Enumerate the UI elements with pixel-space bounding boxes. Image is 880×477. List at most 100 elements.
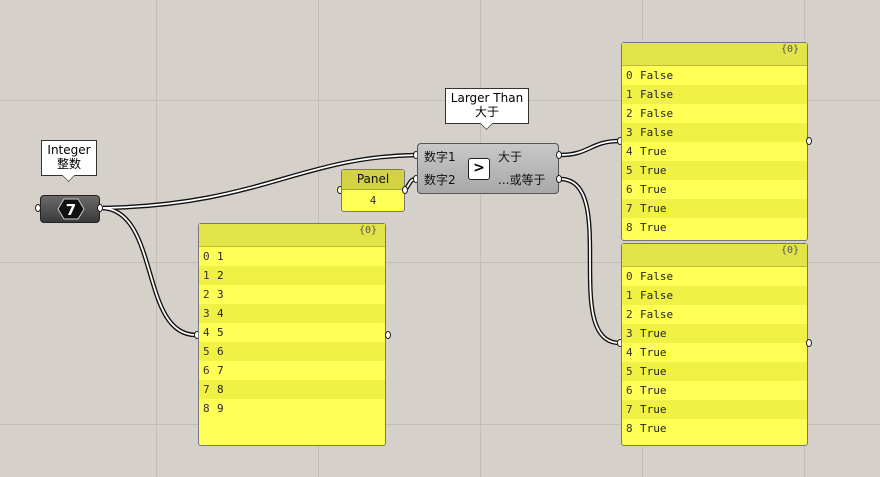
ge-panel-row-index: 2 xyxy=(626,308,633,321)
ge-panel-row-index: 7 xyxy=(626,403,633,416)
ge-panel-row: 3 True xyxy=(622,324,807,343)
list-panel-row-index: 3 xyxy=(203,307,210,320)
gt-panel-row: 1 False xyxy=(622,85,807,104)
list-panel-row-index: 7 xyxy=(203,383,210,396)
ge-panel-path: {0} xyxy=(622,244,807,267)
greater-than-icon: > xyxy=(473,160,485,176)
larger-than-component[interactable]: 数字1 数字2 > 大于 ...或等于 xyxy=(417,143,559,194)
list-panel-row-value: 9 xyxy=(217,402,224,415)
gt-panel-row: 2 False xyxy=(622,104,807,123)
gt-panel-row-index: 3 xyxy=(626,126,633,139)
ge-panel-row-value: True xyxy=(640,365,667,378)
ge-panel-row-index: 3 xyxy=(626,327,633,340)
ge-panel-row-value: False xyxy=(640,289,674,302)
integer-label-en: Integer xyxy=(47,143,91,157)
gt-panel-row-index: 6 xyxy=(626,183,633,196)
gt-panel-row: 3 False xyxy=(622,123,807,142)
larger-than-input-a-label: 数字1 xyxy=(424,150,456,164)
larger-than-label-cn: 大于 xyxy=(474,105,499,119)
gt-panel-row-value: True xyxy=(640,183,667,196)
gt-panel-row: 7 True xyxy=(622,199,807,218)
ge-panel-row: 4 True xyxy=(622,343,807,362)
ge-panel-row-value: False xyxy=(640,308,674,321)
gt-panel-row: 5 True xyxy=(622,161,807,180)
gt-panel-row-index: 8 xyxy=(626,221,633,234)
list-panel-row-value: 7 xyxy=(217,364,224,377)
gt-panel-row-index: 2 xyxy=(626,107,633,120)
larger-than-label-en: Larger Than xyxy=(450,91,524,105)
gt-panel-row-index: 5 xyxy=(626,164,633,177)
larger-than-output-gt-grip[interactable] xyxy=(556,151,562,159)
list-panel-row-value: 4 xyxy=(217,307,224,320)
gt-panel-row-value: True xyxy=(640,221,667,234)
number-panel-title: Panel xyxy=(342,170,404,190)
list-panel-row-index: 4 xyxy=(203,326,210,339)
ge-panel-output-grip[interactable] xyxy=(806,339,812,347)
ge-panel-row: 7 True xyxy=(622,400,807,419)
integer-label-cn: 整数 xyxy=(56,157,81,171)
ge-panel-row-value: True xyxy=(640,346,667,359)
gt-panel-output-grip[interactable] xyxy=(806,137,812,145)
ge-panel-row-value: False xyxy=(640,270,674,283)
ge-panel-row-value: True xyxy=(640,384,667,397)
ge-panel-row-index: 0 xyxy=(626,270,633,283)
integer-param[interactable]: 7 xyxy=(40,195,100,223)
ge-panel-row: 0 False xyxy=(622,267,807,286)
ge-panel-row-index: 8 xyxy=(626,422,633,435)
gt-panel-row-value: True xyxy=(640,164,667,177)
gt-panel-row-value: False xyxy=(640,88,674,101)
list-panel-row-value: 5 xyxy=(217,326,224,339)
gt-panel-row-index: 1 xyxy=(626,88,633,101)
integer-value: 7 xyxy=(66,201,76,219)
number-panel-value: 4 xyxy=(369,194,377,207)
gt-panel-row-value: False xyxy=(640,126,674,139)
larger-than-input-b-label: 数字2 xyxy=(424,173,456,187)
list-panel-row-index: 8 xyxy=(203,402,210,415)
gt-panel-row: 6 True xyxy=(622,180,807,199)
ge-panel-row-value: True xyxy=(640,327,667,340)
number-panel-output-grip[interactable] xyxy=(402,186,408,194)
list-panel-row-value: 6 xyxy=(217,345,224,358)
ge-panel-row-index: 4 xyxy=(626,346,633,359)
ge-panel-row-value: True xyxy=(640,403,667,416)
integer-hexagon-icon: 7 xyxy=(57,198,85,220)
larger-than-output-ge-label: ...或等于 xyxy=(498,173,546,187)
gt-panel-row-value: False xyxy=(640,107,674,120)
list-panel-row-index: 2 xyxy=(203,288,210,301)
list-panel-row-index: 5 xyxy=(203,345,210,358)
gt-panel-row-value: True xyxy=(640,202,667,215)
larger-than-output-ge-grip[interactable] xyxy=(556,175,562,183)
list-panel-row-value: 3 xyxy=(217,288,224,301)
gt-panel-path: {0} xyxy=(622,43,807,66)
list-panel-row-index: 1 xyxy=(203,269,210,282)
gt-panel-row-index: 7 xyxy=(626,202,633,215)
larger-than-tooltip: Larger Than 大于 xyxy=(445,88,529,124)
list-panel-row-value: 2 xyxy=(217,269,224,282)
number-panel[interactable]: Panel 4 xyxy=(341,169,405,212)
integer-output-grip[interactable] xyxy=(97,204,103,212)
list-panel-output-grip[interactable] xyxy=(385,331,391,339)
gt-panel-row-index: 0 xyxy=(626,69,633,82)
larger-than-output-gt-label: 大于 xyxy=(498,150,523,164)
list-panel-path: {0} xyxy=(199,224,385,247)
